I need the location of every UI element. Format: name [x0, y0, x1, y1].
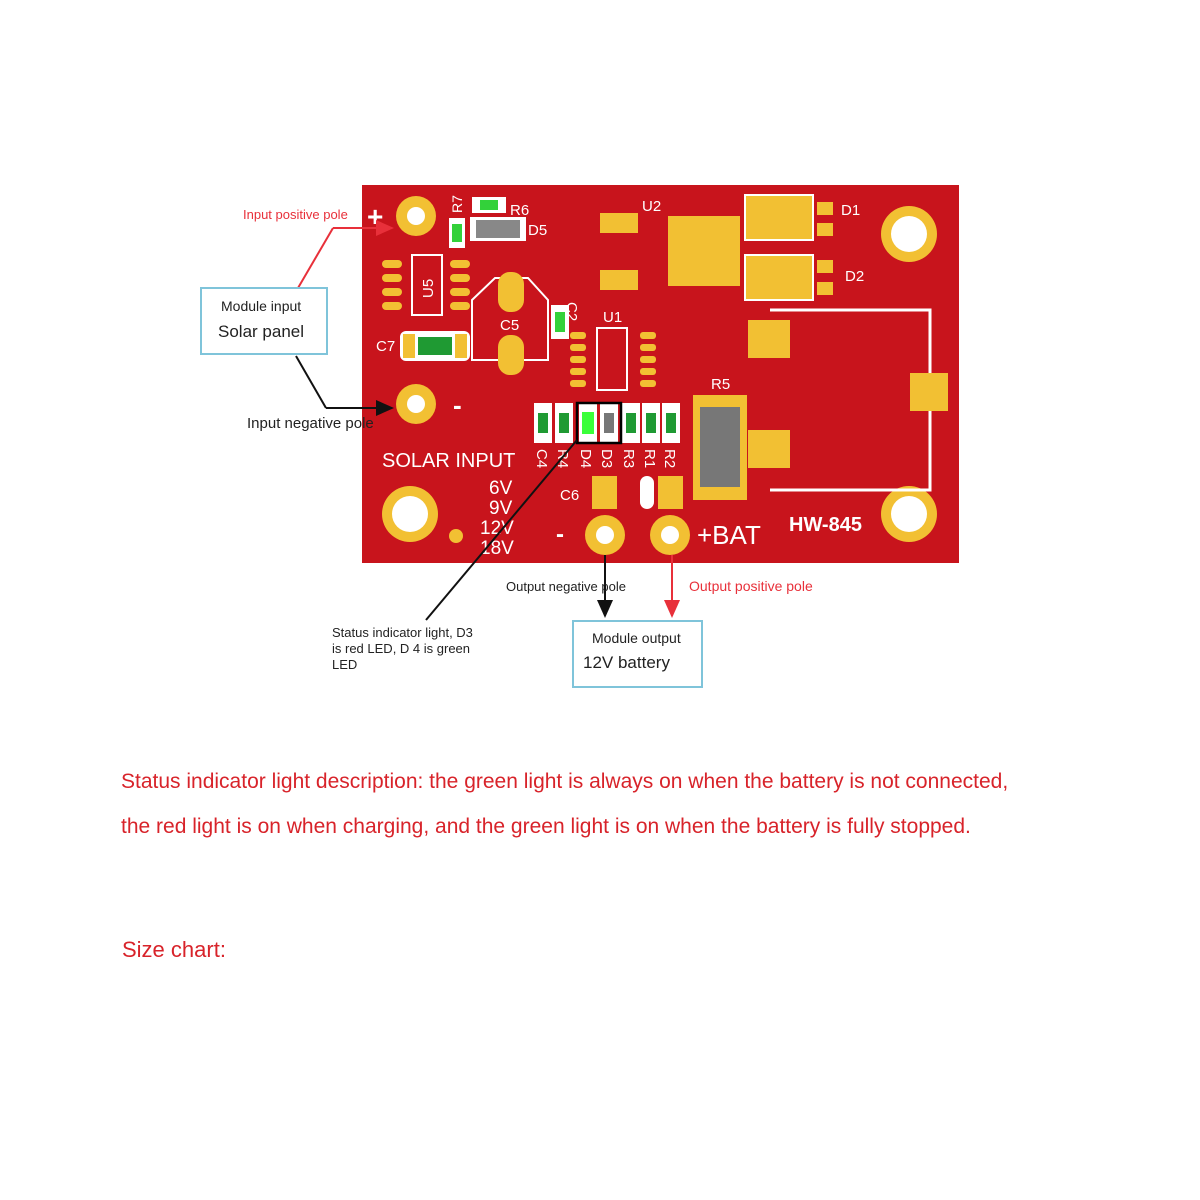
- mounting-hole-top-right: [881, 206, 937, 262]
- voltage-12v: 12V: [480, 518, 514, 539]
- input-positive-pad: [396, 196, 436, 236]
- size-chart-label: Size chart:: [122, 937, 226, 962]
- output-positive-label: Output positive pole: [689, 578, 813, 594]
- output-negative-label: Output negative pole: [506, 579, 626, 594]
- designator-u2: U2: [642, 198, 661, 215]
- module-output-box: Module output 12V battery: [572, 620, 703, 688]
- module-output-title: Module output: [592, 630, 681, 646]
- r4-resistor: [555, 403, 573, 443]
- r5-resistor: [693, 395, 747, 500]
- designator-d1: D1: [841, 202, 860, 219]
- input-negative-arrow: [295, 355, 327, 409]
- designator-r1: R1: [641, 449, 658, 468]
- designator-r6: R6: [510, 202, 529, 219]
- status-indicator-note: Status indicator light, D3 is red LED, D…: [332, 625, 473, 673]
- voltage-6v: 6V: [489, 478, 513, 499]
- input-negative-label: Input negative pole: [247, 415, 374, 432]
- designator-u5: U5: [420, 279, 437, 298]
- designator-r2: R2: [661, 449, 678, 468]
- u2-chip: [600, 213, 740, 290]
- output-positive-pad: [650, 515, 690, 555]
- c6-capacitor: [592, 476, 683, 509]
- status-note-line-2: is red LED, D 4 is green: [332, 641, 471, 656]
- module-input-title: Module input: [221, 298, 302, 314]
- r1-resistor: [642, 403, 660, 443]
- status-indicator-pointer: [425, 439, 578, 621]
- d3-led-red: [600, 403, 618, 443]
- r7-resistor: [449, 218, 465, 248]
- voltage-jumper-dot: [449, 529, 463, 543]
- c2-capacitor: [551, 305, 569, 339]
- u5-chip: [382, 254, 470, 316]
- module-output-value: 12V battery: [583, 653, 670, 672]
- mounting-hole-bottom-right: [881, 486, 937, 542]
- designator-d5: D5: [528, 222, 547, 239]
- c5-capacitor: [471, 272, 549, 375]
- designator-r5: R5: [711, 376, 730, 393]
- designator-d2: D2: [845, 268, 864, 285]
- designator-c5: C5: [500, 317, 519, 334]
- mounting-hole-bottom-left: [382, 486, 438, 542]
- designator-c7: C7: [376, 338, 395, 355]
- voltage-9v: 9V: [489, 498, 513, 519]
- output-negative-pad: [585, 515, 625, 555]
- u1-chip: [570, 327, 656, 391]
- input-negative-pad: [396, 384, 436, 424]
- description-line-1: Status indicator light description: the …: [121, 770, 1009, 793]
- d1-diode: [744, 194, 833, 241]
- d2-diode: [744, 254, 833, 301]
- solar-input-label: SOLAR INPUT: [382, 450, 515, 472]
- designator-r7: R7: [449, 195, 465, 213]
- d5-diode: [470, 217, 526, 241]
- component-row: [534, 401, 680, 445]
- c7-capacitor: [400, 331, 470, 361]
- module-input-box: Module input Solar panel: [200, 287, 328, 355]
- inductor-outline: [748, 308, 948, 492]
- status-note-line-3: LED: [332, 657, 358, 672]
- output-minus-sign: -: [556, 521, 564, 548]
- description-line-2: the red light is on when charging, and t…: [121, 815, 971, 838]
- module-input-value: Solar panel: [218, 322, 305, 341]
- c4-capacitor: [534, 403, 552, 443]
- bat-label: +BAT: [697, 520, 761, 550]
- designator-d4: D4: [577, 449, 594, 468]
- model-label: HW-845: [789, 514, 862, 536]
- r2-resistor: [662, 403, 680, 443]
- r6-resistor: [472, 197, 506, 213]
- d4-led-green: [579, 403, 597, 443]
- input-positive-label: Input positive pole: [243, 207, 348, 222]
- status-note-line-1: Status indicator light, D3: [332, 625, 473, 640]
- designator-c2: C2: [563, 302, 580, 321]
- minus-sign: -: [453, 390, 462, 420]
- designator-d3: D3: [598, 449, 615, 468]
- designator-r3: R3: [620, 449, 637, 468]
- designator-c4: C4: [533, 449, 550, 468]
- status-led-highlight: [575, 401, 623, 445]
- designator-u1: U1: [603, 309, 622, 326]
- input-positive-arrow: [297, 227, 334, 289]
- designator-c6: C6: [560, 487, 579, 504]
- voltage-18v: 18V: [480, 538, 514, 559]
- r3-resistor: [622, 403, 640, 443]
